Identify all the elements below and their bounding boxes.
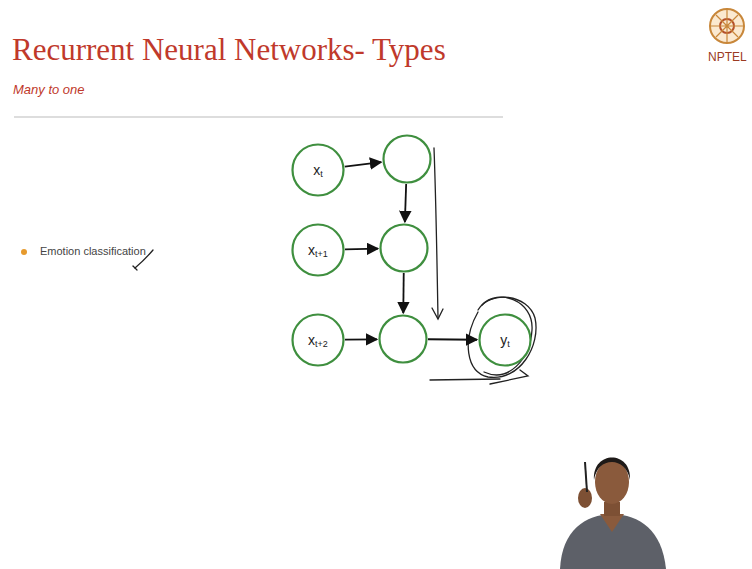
logo-emblem [710,9,744,43]
arrow-connector [428,338,477,340]
unit-circle: xt+1 [291,223,345,277]
bullet-dot [21,249,27,255]
node-label: xt [313,162,323,179]
unit-circle: xt [291,143,345,197]
arrow-connector [405,184,406,222]
unit-circle: yt [478,313,532,367]
logo-text: NPTEL [708,50,747,64]
arrow-connector [345,248,378,251]
hidden-state-circle [378,314,428,364]
circle-outline [379,223,429,273]
arrow-connector [402,273,404,313]
hidden-state-circle [379,223,429,273]
arrow-connector [345,162,381,166]
bullet-text: Emotion classification [40,245,146,257]
node-label: yt [500,332,510,349]
title-rule [14,117,503,118]
slide-subtitle: Many to one [13,82,85,97]
node-label: xt+2 [308,332,328,349]
circle-outline [382,134,432,184]
unit-circle: xt+2 [291,313,345,367]
slide-title: Recurrent Neural Networks- Types [12,32,446,68]
hidden-state-circle [382,134,432,184]
arrow-connector [345,338,377,340]
presenter-figure [560,458,666,569]
node-label: xt+1 [308,242,328,259]
circle-outline [378,314,428,364]
